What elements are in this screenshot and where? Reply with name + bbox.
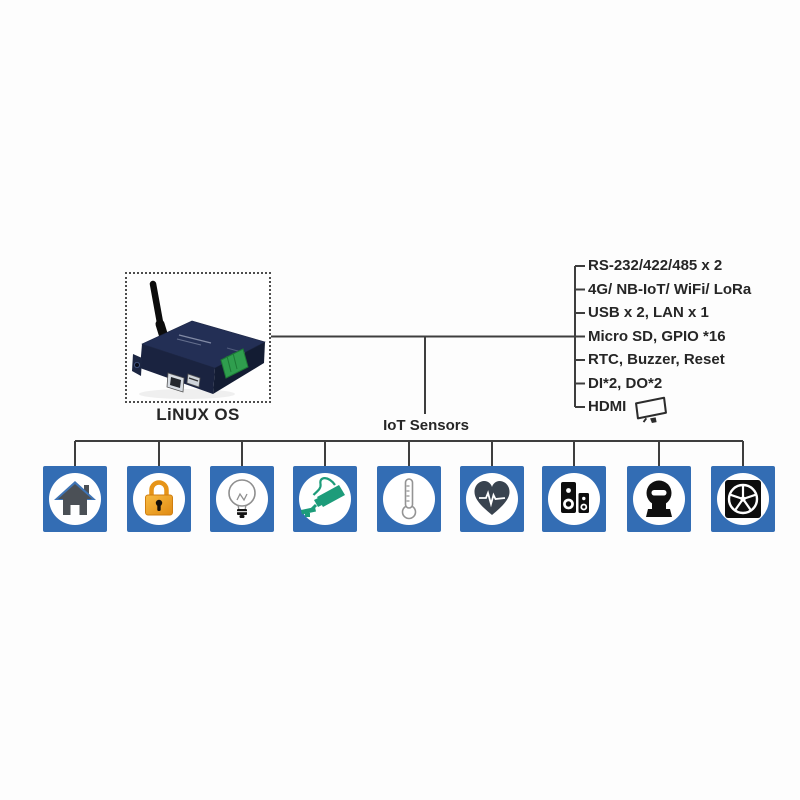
sensor-tile-health — [460, 466, 524, 532]
smart-home-icon — [43, 466, 107, 532]
monitor-icon — [635, 396, 668, 423]
thermometer-icon — [377, 466, 441, 532]
sensors-group-label: IoT Sensors — [383, 417, 469, 434]
feature-wireless: 4G/ NB-IoT/ WiFi/ LoRa — [588, 280, 752, 298]
device-os-label: LiNUX OS — [156, 405, 240, 424]
feature-hdmi: HDMI — [588, 396, 669, 423]
iot-gateway-device — [132, 280, 266, 399]
antenna — [149, 280, 169, 342]
feature-sd-gpio: Micro SD, GPIO *16 — [588, 327, 726, 345]
feature-usb-lan: USB x 2, LAN x 1 — [588, 304, 709, 321]
lock-security-icon — [127, 466, 191, 532]
utility-meter-icon — [627, 466, 691, 532]
sensor-drop-lines — [74, 441, 744, 467]
speakers-icon — [542, 466, 606, 532]
light-bulb-icon — [210, 466, 274, 532]
ethernet-port — [166, 372, 185, 393]
sensor-tile-fan — [711, 466, 775, 532]
feature-rs232: RS-232/422/485 x 2 — [588, 257, 723, 274]
sensor-tile-security-lock — [127, 466, 191, 532]
cctv-camera-icon — [293, 466, 357, 532]
feature-rtc: RTC, Buzzer, Reset — [588, 351, 725, 368]
sensor-tile-meter — [627, 466, 691, 532]
sensor-tile-cctv — [293, 466, 357, 532]
sensor-tile-audio — [542, 466, 606, 532]
feature-di-do: DI*2, DO*2 — [588, 374, 663, 392]
sensor-tile-temperature — [377, 466, 441, 532]
sensor-tile-smart-home — [43, 466, 107, 532]
heart-health-icon — [460, 466, 524, 532]
device-photo-frame — [125, 272, 271, 403]
terminal-block — [220, 348, 249, 379]
usb-port — [186, 373, 201, 388]
feature-tick-lines — [575, 265, 585, 408]
sensor-tile-lighting — [210, 466, 274, 532]
fan-icon — [711, 466, 775, 532]
mounting-tab — [132, 354, 142, 376]
